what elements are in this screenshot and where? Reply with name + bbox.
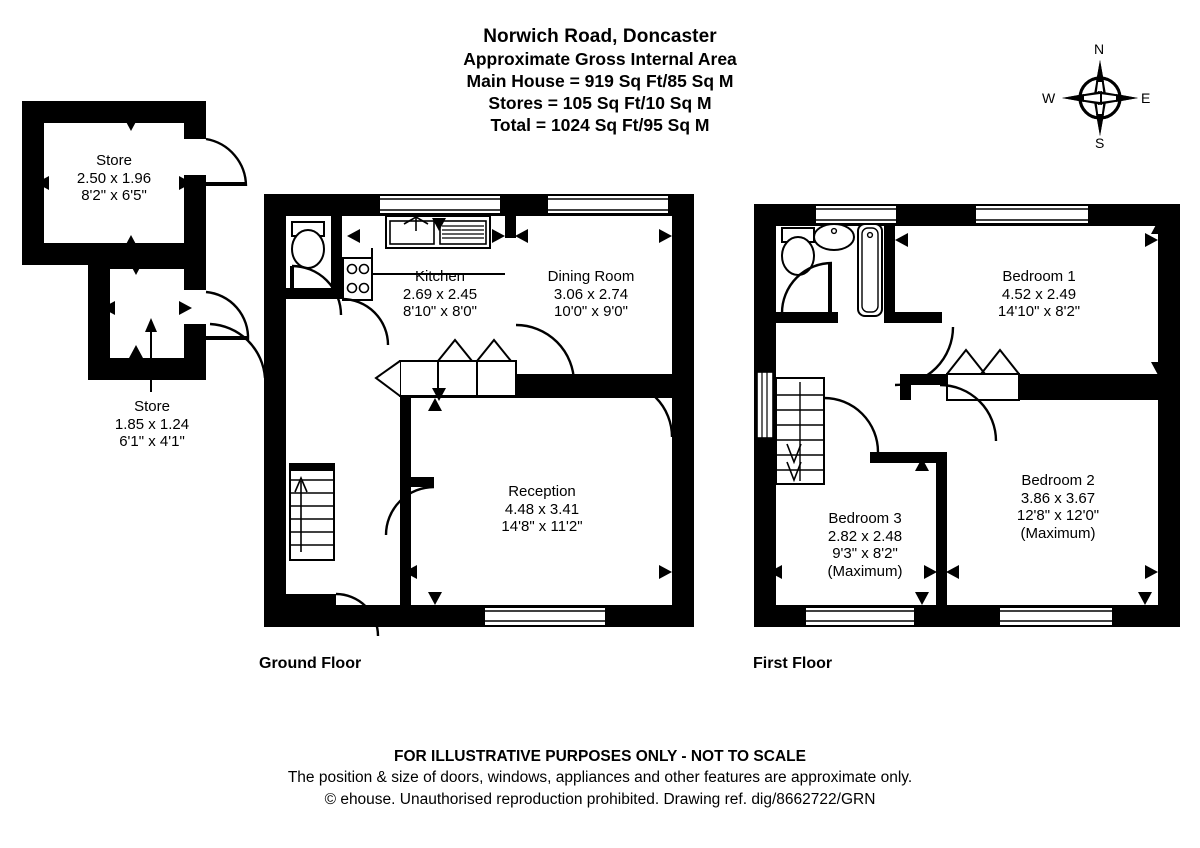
- floor-label-first: First Floor: [753, 655, 833, 672]
- store-1-structure: [22, 101, 248, 265]
- footer-copyright: © ehouse. Unauthorised reproduction proh…: [324, 791, 876, 808]
- compass-north-label: N: [1094, 41, 1105, 57]
- room-name: Store: [96, 152, 132, 169]
- room-metric: 1.85 x 1.24: [114, 415, 190, 433]
- first-floor-windows: [806, 206, 1112, 625]
- room-imperial: 8'10" x 8'0": [403, 303, 477, 320]
- room-imperial: 6'1" x 4'1": [119, 433, 185, 450]
- room-metric: 2.50 x 1.96: [76, 169, 152, 187]
- room-label-reception: Reception 4.48 x 3.41 14'8" x 11'2": [463, 483, 621, 536]
- room-imperial: 14'8" x 11'2": [501, 518, 583, 535]
- compass-rose-icon: [1062, 60, 1138, 136]
- area-summary-line-1: Approximate Gross Internal Area: [463, 49, 737, 69]
- room-metric: 4.52 x 2.49: [1001, 285, 1077, 303]
- compass-west-label: W: [1042, 90, 1056, 106]
- first-floor-stairs: [756, 371, 825, 485]
- footer-disclaimer-text: The position & size of doors, windows, a…: [287, 769, 913, 786]
- ground-floor-stairs: [289, 463, 335, 561]
- ground-floor-dimension-arrows: [347, 218, 673, 605]
- area-summary-line-3: Stores = 105 Sq Ft/10 Sq M: [488, 93, 712, 113]
- store-2-dimension-arrows: [102, 262, 192, 392]
- room-metric: 3.86 x 3.67: [1020, 489, 1096, 507]
- ground-floor-walls: [264, 194, 694, 627]
- room-metric: 3.06 x 2.74: [553, 285, 629, 303]
- room-name: Bedroom 1: [1002, 268, 1076, 285]
- room-imperial: 14'10" x 8'2": [997, 303, 1081, 320]
- area-summary-line-2: Main House = 919 Sq Ft/85 Sq M: [466, 71, 734, 91]
- room-name: Reception: [508, 483, 576, 500]
- wc-door: [290, 264, 343, 316]
- ground-floor-plan: [22, 101, 694, 637]
- ground-floor-cupboards: [374, 338, 517, 397]
- bathroom-door: [780, 261, 833, 314]
- room-name: Bedroom 3: [828, 510, 902, 527]
- bathroom-bath: [857, 223, 883, 317]
- room-label-kitchen: Kitchen 2.69 x 2.45 8'10" x 8'0": [365, 268, 515, 321]
- footer-disclaimer-title: FOR ILLUSTRATIVE PURPOSES ONLY - NOT TO …: [394, 748, 806, 765]
- room-imperial: 9'3" x 8'2": [832, 545, 898, 562]
- room-name: Store: [134, 398, 170, 415]
- page-title: Norwich Road, Doncaster: [483, 26, 717, 47]
- room-label-store-1: Store 2.50 x 1.96 8'2" x 6'5": [38, 152, 190, 205]
- room-note: (Maximum): [827, 562, 903, 580]
- room-note: (Maximum): [1020, 524, 1096, 542]
- compass-east-label: E: [1141, 90, 1151, 106]
- room-metric: 2.69 x 2.45: [402, 285, 478, 303]
- floor-label-ground: Ground Floor: [259, 655, 362, 672]
- room-label-bedroom-1: Bedroom 1 4.52 x 2.49 14'10" x 8'2": [960, 268, 1118, 321]
- kitchen-sink: [385, 215, 491, 249]
- ground-floor-doors: [335, 297, 674, 637]
- compass-south-label: S: [1095, 135, 1105, 151]
- first-floor-plan: [754, 204, 1180, 627]
- room-name: Bedroom 2: [1021, 472, 1095, 489]
- first-floor-dimension-arrows: [769, 221, 1165, 605]
- bathroom-basin: [813, 223, 855, 251]
- area-summary-line-4: Total = 1024 Sq Ft/95 Sq M: [490, 115, 710, 135]
- room-label-dining-room: Dining Room 3.06 x 2.74 10'0" x 9'0": [512, 268, 670, 321]
- ground-floor-windows: [380, 196, 668, 625]
- room-label-bedroom-3: Bedroom 3 2.82 x 2.48 9'3" x 8'2" (Maxim…: [785, 510, 945, 580]
- room-imperial: 10'0" x 9'0": [554, 303, 628, 320]
- room-name: Dining Room: [547, 268, 635, 285]
- store-2-structure: [88, 247, 267, 380]
- store-1-dimension-arrows: [36, 118, 192, 248]
- room-label-store-2: Store 1.85 x 1.24 6'1" x 4'1": [76, 398, 228, 451]
- kitchen-hob: [342, 257, 373, 301]
- room-imperial: 8'2" x 6'5": [81, 187, 147, 204]
- room-metric: 2.82 x 2.48: [827, 527, 903, 545]
- room-name: Kitchen: [414, 268, 466, 285]
- first-floor-doors: [823, 326, 998, 453]
- room-metric: 4.48 x 3.41: [504, 500, 580, 518]
- room-label-bedroom-2: Bedroom 2 3.86 x 3.67 12'8" x 12'0" (Max…: [978, 472, 1138, 542]
- room-imperial: 12'8" x 12'0": [1016, 507, 1100, 524]
- wc-fixture-ground: [291, 221, 325, 269]
